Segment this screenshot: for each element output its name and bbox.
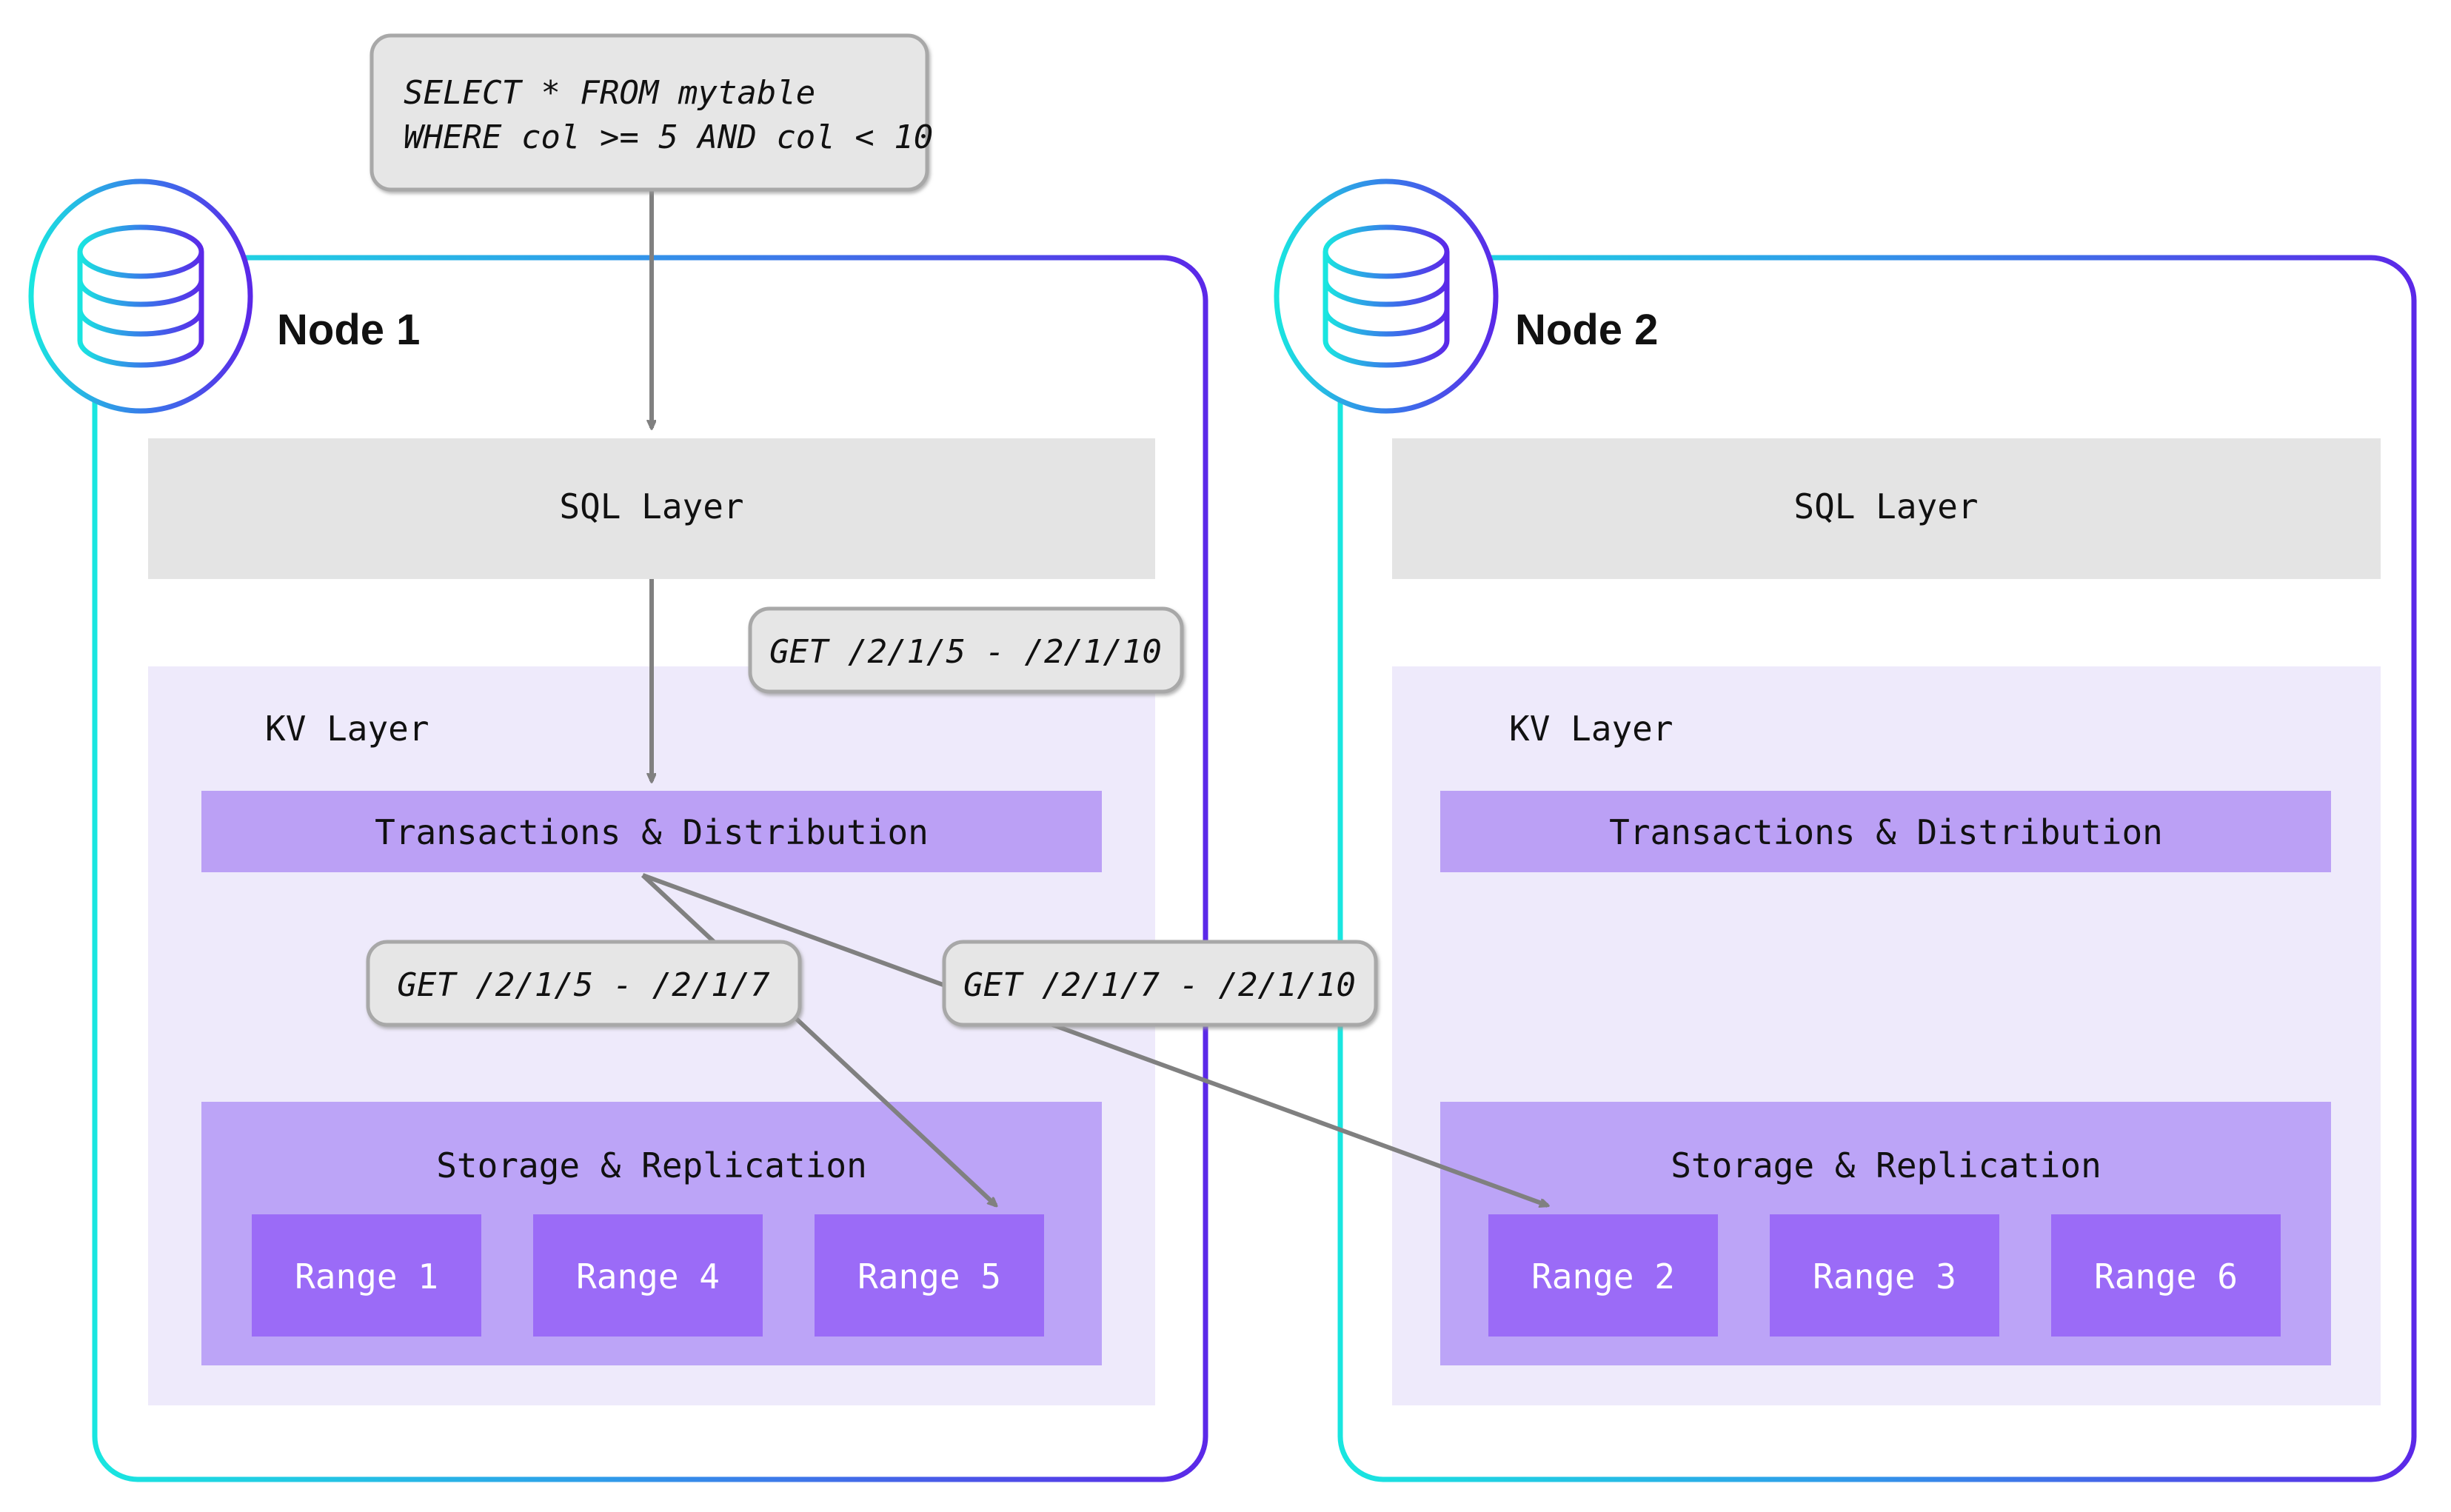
callout-sql-to-kv (748, 606, 1184, 694)
node-2-range-2-label: Range 6 (2094, 1257, 2238, 1297)
node-2-container (1337, 255, 2417, 1482)
node-1-icon-ring (28, 178, 253, 414)
node-1-title: Node 1 (277, 306, 420, 354)
node-1-range-0-label: Range 1 (295, 1257, 438, 1297)
sql-query-line-1: SELECT * FROM mytable (404, 74, 815, 112)
node-2-range-1-label: Range 3 (1813, 1257, 1956, 1297)
callout-remote-range (942, 940, 1378, 1027)
node-2-sql-layer-bar (1392, 438, 2381, 579)
node-2-range-2[interactable]: Range 6 (2051, 1214, 2281, 1337)
database-icon (77, 224, 204, 368)
node-1-transactions-bar (201, 791, 1102, 872)
node-1-group: SQL Layer KV Layer Transactions & Distri… (92, 255, 1208, 1482)
node-1-range-1-label: Range 4 (576, 1257, 720, 1297)
arrow-kv-to-range2 (641, 873, 1548, 1205)
node-1-sql-layer-label: SQL Layer (559, 486, 743, 526)
sql-query-callout (370, 33, 929, 192)
node-2-range-0-label: Range 2 (1531, 1257, 1675, 1297)
node-1-range-1[interactable]: Range 4 (533, 1214, 763, 1337)
node-2-sql-layer-label: SQL Layer (1793, 486, 1978, 526)
database-icon (1323, 224, 1450, 368)
node-1-range-2-label: Range 5 (857, 1257, 1001, 1297)
arrow-kv-to-range5 (641, 873, 996, 1205)
callout-remote-range-label: GET /2/1/7 - /2/1/10 (963, 966, 1356, 1004)
node-2-icon-group: Node 2 (1274, 178, 1658, 414)
node-2-group: SQL Layer KV Layer Transactions & Distri… (1337, 255, 2417, 1482)
node-2-transactions-label: Transactions & Distribution (1609, 812, 2163, 852)
node-1-storage-label: Storage & Replication (436, 1145, 867, 1185)
node-2-storage-label: Storage & Replication (1671, 1145, 2101, 1185)
node-2-icon-ring (1274, 178, 1499, 414)
callout-sql-to-kv-label: GET /2/1/5 - /2/1/10 (769, 633, 1162, 671)
callout-local-range (366, 940, 802, 1027)
node-2-title: Node 2 (1515, 306, 1658, 354)
callout-local-range-label: GET /2/1/5 - /2/1/7 (397, 966, 770, 1004)
node-2-transactions-bar (1440, 791, 2331, 872)
node-1-range-2[interactable]: Range 5 (815, 1214, 1044, 1337)
sql-query-line-2: WHERE col >= 5 AND col < 10 (404, 118, 933, 156)
node-2-range-1[interactable]: Range 3 (1770, 1214, 1999, 1337)
node-1-range-0[interactable]: Range 1 (252, 1214, 481, 1337)
node-1-icon-group: Node 1 (28, 178, 420, 414)
node-1-transactions-label: Transactions & Distribution (375, 812, 929, 852)
node-1-kv-layer-label: KV Layer (265, 709, 429, 749)
node-2-range-0[interactable]: Range 2 (1488, 1214, 1718, 1337)
node-1-sql-layer-bar (148, 438, 1155, 579)
node-2-kv-layer-label: KV Layer (1509, 709, 1673, 749)
